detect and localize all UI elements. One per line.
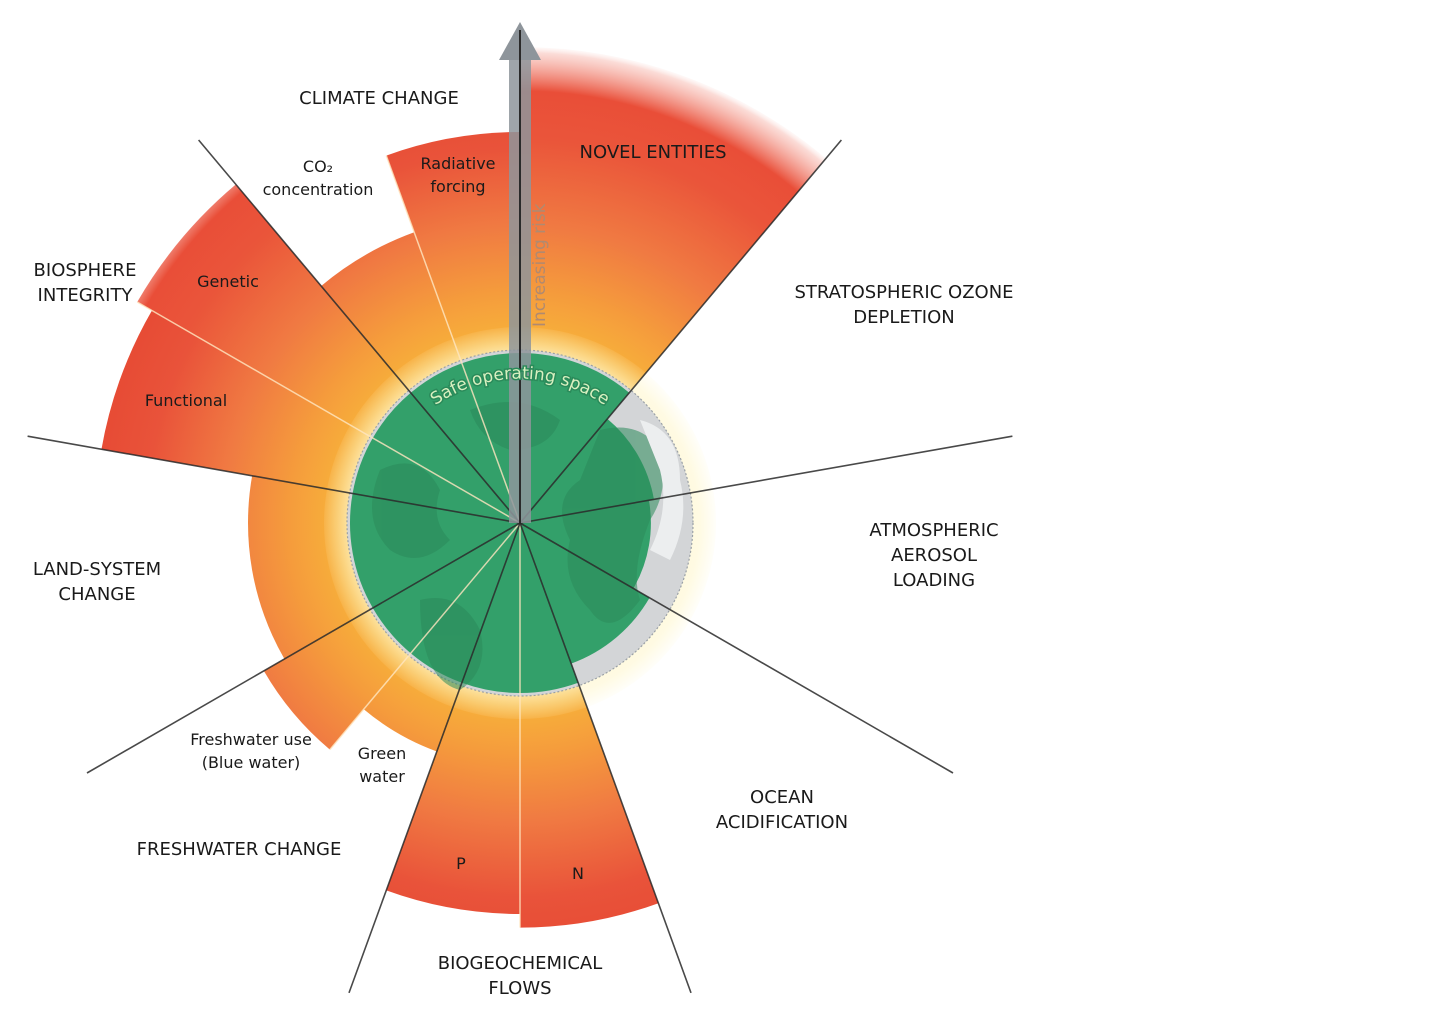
- sector-divider: [519, 522, 692, 994]
- sub-divider: [329, 522, 521, 751]
- sector-divider: [197, 139, 521, 524]
- safe-wedge-genetic: [372, 392, 520, 523]
- safe-wedge-novel-entities: [520, 353, 630, 523]
- label-p: P: [456, 854, 466, 873]
- sector-divider: [519, 435, 1013, 524]
- safe-wedge-functional: [352, 438, 520, 523]
- sector-divider: [348, 522, 521, 994]
- label-biosphere-integrity: BIOSPHERE INTEGRITY: [33, 260, 137, 306]
- sector-divider: [86, 522, 521, 774]
- continents: [372, 402, 664, 690]
- label-land-system-change: LAND-SYSTEM CHANGE: [32, 559, 162, 605]
- sub-divider: [385, 155, 521, 524]
- safe-wedge-co-concentration: [410, 363, 520, 523]
- label-green-water: Green water: [357, 744, 407, 786]
- label-aerosol-loading: ATMOSPHERIC AEROSOL LOADING: [869, 520, 999, 591]
- label-genetic: Genetic: [197, 272, 259, 291]
- label-stratospheric-ozone: STRATOSPHERIC OZONE DEPLETION: [794, 282, 1014, 328]
- label-climate-change: CLIMATE CHANGE: [299, 88, 459, 109]
- label-novel-entities: NOVEL ENTITIES: [579, 142, 727, 163]
- increasing-risk-label: Increasing risk: [530, 203, 550, 327]
- sector-dividers: [27, 139, 1013, 994]
- sector-divider: [519, 522, 954, 774]
- increasing-risk-arrow: [499, 22, 541, 523]
- label-blue-water: Freshwater use (Blue water): [190, 730, 312, 772]
- safe-wedge-freshwater-use-blue-water: [372, 523, 520, 654]
- sector-divider: [519, 139, 843, 524]
- label-radiative-forcing: Radiative forcing: [420, 154, 496, 196]
- label-functional: Functional: [144, 391, 228, 410]
- grey-continent-shapes: [640, 420, 684, 560]
- label-co2-concentration: CO₂ concentration: [262, 157, 374, 199]
- label-ocean-acidification: OCEAN ACIDIFICATION: [715, 787, 849, 833]
- sub-divider: [136, 301, 521, 524]
- label-biogeochemical-flows: BIOGEOCHEMICAL FLOWS: [437, 953, 603, 999]
- safe-wedge-n: [520, 523, 579, 693]
- label-n: N: [572, 864, 584, 883]
- sector-divider: [27, 435, 521, 524]
- label-freshwater-change: FRESHWATER CHANGE: [136, 839, 342, 860]
